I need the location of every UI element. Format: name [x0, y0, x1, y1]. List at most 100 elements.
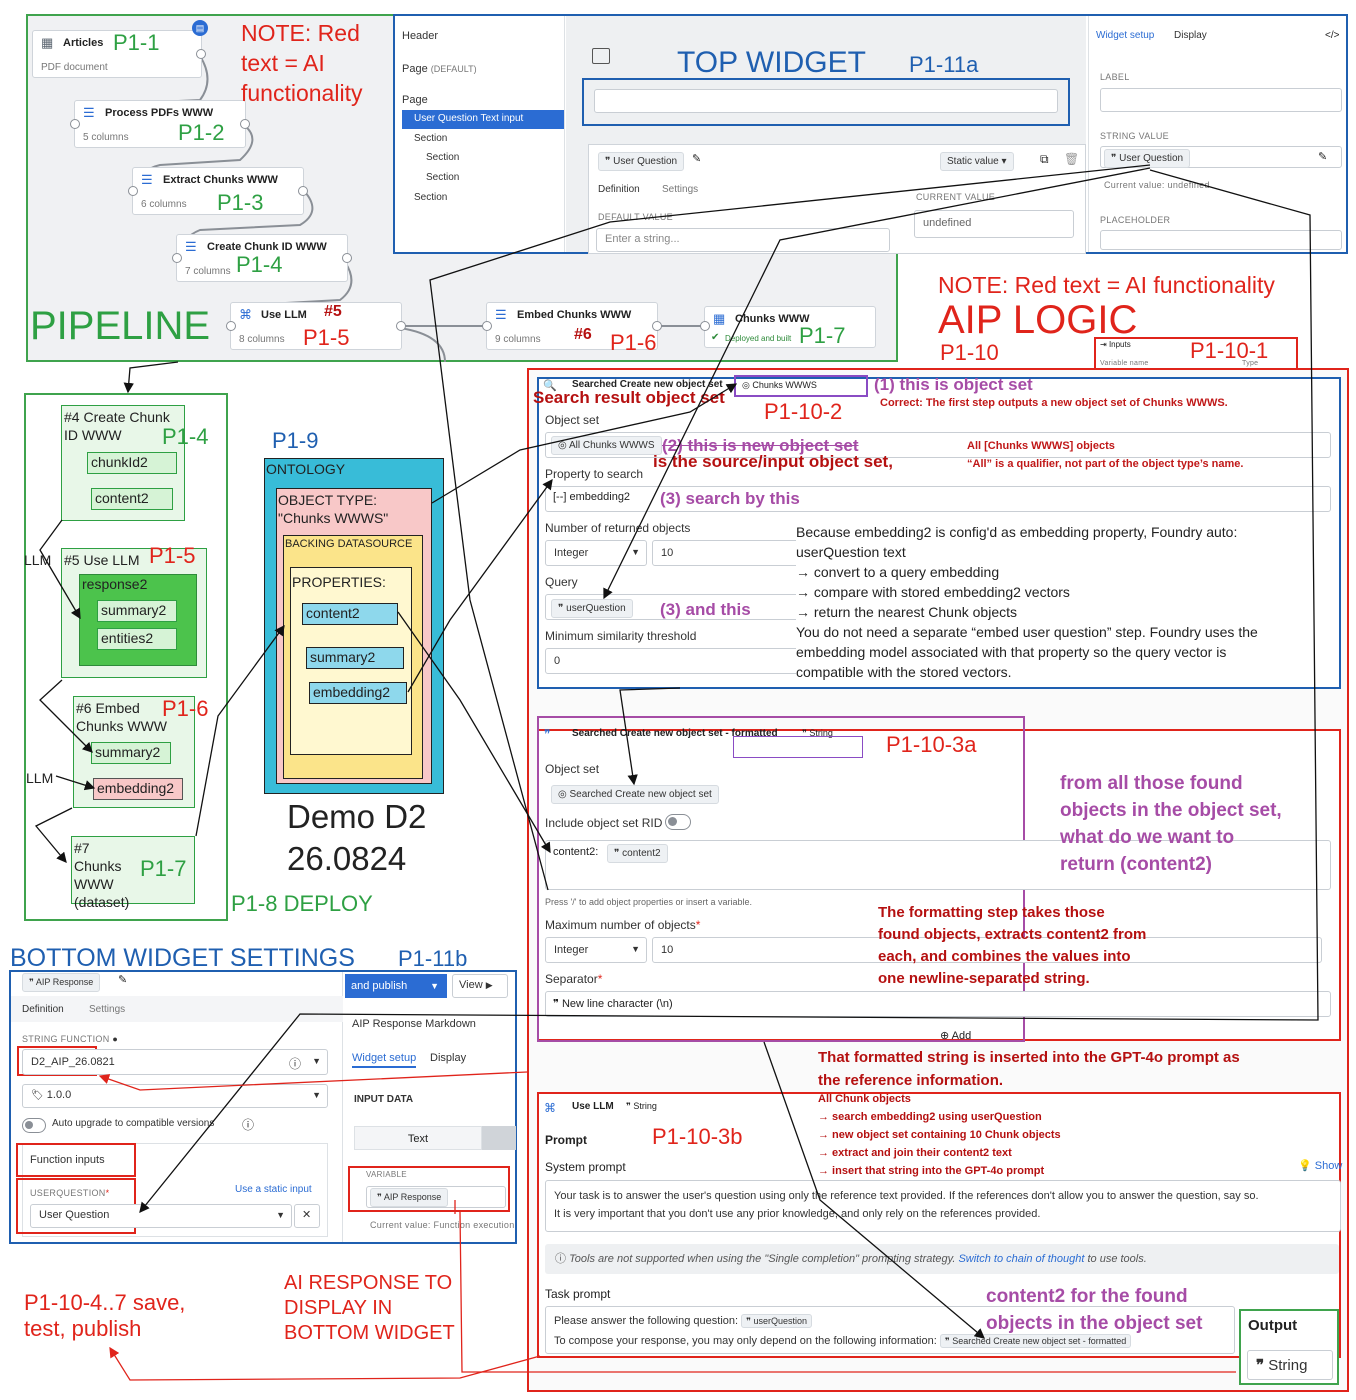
all-chunks-chip[interactable]: ◎ All Chunks WWWS: [551, 436, 662, 455]
note-and-this: (3) and this: [660, 600, 751, 619]
trash-icon[interactable]: 🗑: [1064, 152, 1080, 166]
view-button[interactable]: View ▶: [452, 974, 508, 998]
nav-section[interactable]: Section: [426, 152, 460, 163]
default-value-caption: DEFAULT VALUE: [598, 212, 673, 222]
tab-settings[interactable]: Settings: [662, 184, 699, 195]
variable-field-chip-label: AIP Response: [383, 1192, 442, 1202]
add-button-label: Add: [951, 1030, 972, 1042]
version-select[interactable]: 🏷 1.0.0▼: [22, 1084, 328, 1108]
variable-field-chip[interactable]: ❞ AIP Response: [370, 1188, 449, 1207]
node-port[interactable]: [70, 119, 80, 129]
caret-down-icon: ▼: [276, 1210, 285, 1220]
bottom-tab-widget-setup[interactable]: Widget setup: [352, 1052, 417, 1068]
tab-widget-setup[interactable]: Widget setup: [1096, 30, 1155, 41]
copy-icon[interactable]: ⧉: [1040, 152, 1049, 166]
node-port[interactable]: [342, 253, 352, 263]
output-type-label: String: [1268, 1357, 1308, 1374]
format-object-set-chip[interactable]: ◎ Searched Create new object set: [551, 785, 719, 804]
label-input[interactable]: [1100, 88, 1342, 112]
task-chip-2-label: Searched Create new object set - formatt…: [952, 1336, 1127, 1346]
format-id: P1-10-3a: [886, 732, 977, 757]
note-formatting-line: The formatting step takes those: [878, 904, 1105, 921]
transform-icon: ☰: [83, 105, 95, 120]
content2-chip[interactable]: ❞ content2: [607, 844, 668, 863]
edit-pencil-icon[interactable]: ✎: [1318, 151, 1328, 163]
show-button[interactable]: 💡 Show: [1298, 1160, 1343, 1172]
code-icon[interactable]: </>: [1325, 30, 1340, 41]
node-port[interactable]: [226, 321, 236, 331]
node-port[interactable]: [196, 49, 206, 59]
tab-definition[interactable]: Definition: [598, 184, 640, 195]
include-rid-toggle[interactable]: [665, 814, 691, 830]
default-value-input[interactable]: Enter a string...: [596, 228, 890, 252]
node-port[interactable]: [128, 186, 138, 196]
nav-section[interactable]: Section: [414, 192, 448, 203]
demo-date: 26.0824: [287, 840, 407, 877]
node-port[interactable]: [240, 119, 250, 129]
flow-use-llm-title: #5 Use LLM: [64, 552, 140, 568]
node-port[interactable]: [396, 321, 406, 331]
fn-name: D2_AIP_26.0821: [31, 1056, 115, 1068]
note-from-all-line: return (content2): [1060, 854, 1212, 875]
content2-label: content2:: [553, 846, 599, 858]
llm-type-label: String: [633, 1101, 657, 1111]
string-value-chip[interactable]: ❞ User Question: [1104, 149, 1191, 168]
tab-display[interactable]: Display: [1174, 30, 1207, 41]
explain-line: → return the nearest Chunk objects: [796, 604, 1018, 620]
query-chip[interactable]: ❞ userQuestion: [551, 599, 633, 618]
bottom-current-value: Current value: Function execution: [370, 1220, 515, 1230]
explain-line: → compare with stored embedding2 vectors: [796, 584, 1070, 600]
edit-pencil-icon[interactable]: ✎: [118, 974, 128, 986]
bottom-tab-settings[interactable]: Settings: [89, 1004, 126, 1015]
nav-header[interactable]: Header: [402, 30, 439, 42]
task-chip-1[interactable]: ❞ userQuestion: [741, 1314, 812, 1328]
bottom-tab-display[interactable]: Display: [430, 1052, 467, 1064]
other-tab[interactable]: [482, 1126, 516, 1150]
edit-pencil-icon[interactable]: ✎: [692, 153, 702, 165]
node-port[interactable]: [482, 321, 492, 331]
demo-title: Demo D2: [287, 798, 427, 835]
nav-selected[interactable]: [402, 110, 564, 129]
nav-section[interactable]: Section: [426, 172, 460, 183]
tools-link[interactable]: Switch to chain of thought: [958, 1253, 1085, 1265]
system-prompt-field[interactable]: Your task is to answer the user's questi…: [545, 1180, 1341, 1232]
aip-response-chip[interactable]: ❞ AIP Response: [22, 973, 101, 992]
variable-chip[interactable]: ❞ User Question: [598, 152, 685, 171]
prop-embedding2: embedding2: [309, 682, 407, 704]
placeholder-input[interactable]: [1100, 230, 1342, 250]
text-tab[interactable]: Text: [354, 1126, 482, 1150]
nav-page[interactable]: Page: [402, 94, 428, 106]
max-integer-select[interactable]: Integer▼: [545, 937, 647, 963]
system-prompt-line: Your task is to answer the user's questi…: [554, 1190, 1259, 1202]
info-icon: ⓘ: [555, 1253, 566, 1265]
node-port[interactable]: [298, 186, 308, 196]
note-content2-line: objects in the object set: [986, 1313, 1203, 1334]
user-question-text-input[interactable]: [594, 89, 1058, 113]
nav-page-default[interactable]: Page (DEFAULT): [402, 63, 477, 75]
task-text-1: Please answer the following question:: [554, 1315, 739, 1327]
publish-button[interactable]: and publish▼: [345, 974, 447, 998]
add-button[interactable]: ⊕ Add: [940, 1030, 972, 1042]
user-question-select[interactable]: User Question▼: [30, 1204, 292, 1228]
auto-upgrade-toggle[interactable]: [22, 1118, 46, 1133]
note-formatting-line: one newline-separated string.: [878, 970, 1090, 987]
node-articles[interactable]: ▦ Articles PDF document: [32, 30, 202, 78]
bottom-tab-definition[interactable]: Definition: [22, 1004, 64, 1015]
nav-page-default-tag: (DEFAULT): [430, 64, 477, 74]
nav-section[interactable]: Section: [414, 133, 448, 144]
ai-response-note: AI RESPONSE TO DISPLAY IN BOTTOM WIDGET: [284, 1271, 455, 1346]
node-port[interactable]: [172, 253, 182, 263]
integer-select[interactable]: Integer▼: [545, 540, 647, 566]
max-objects-value: 10: [661, 944, 674, 956]
static-value-dropdown[interactable]: Static value ▾: [940, 152, 1014, 171]
function-inputs-label: Function inputs: [30, 1154, 105, 1166]
chain-note-line: → insert that string into the GPT-4o pro…: [818, 1165, 1045, 1177]
property-chip[interactable]: [--] embedding2: [553, 491, 631, 503]
use-static-input[interactable]: Use a static input: [235, 1184, 312, 1195]
flow-summary2b: summary2: [91, 742, 171, 764]
node-port[interactable]: [700, 321, 710, 331]
node-chunks-www[interactable]: ▦ Chunks WWW Deployed and built ✔: [704, 306, 876, 348]
clear-button[interactable]: ✕: [294, 1204, 320, 1228]
tools-note-text: Tools are not supported when using the "…: [569, 1253, 956, 1265]
